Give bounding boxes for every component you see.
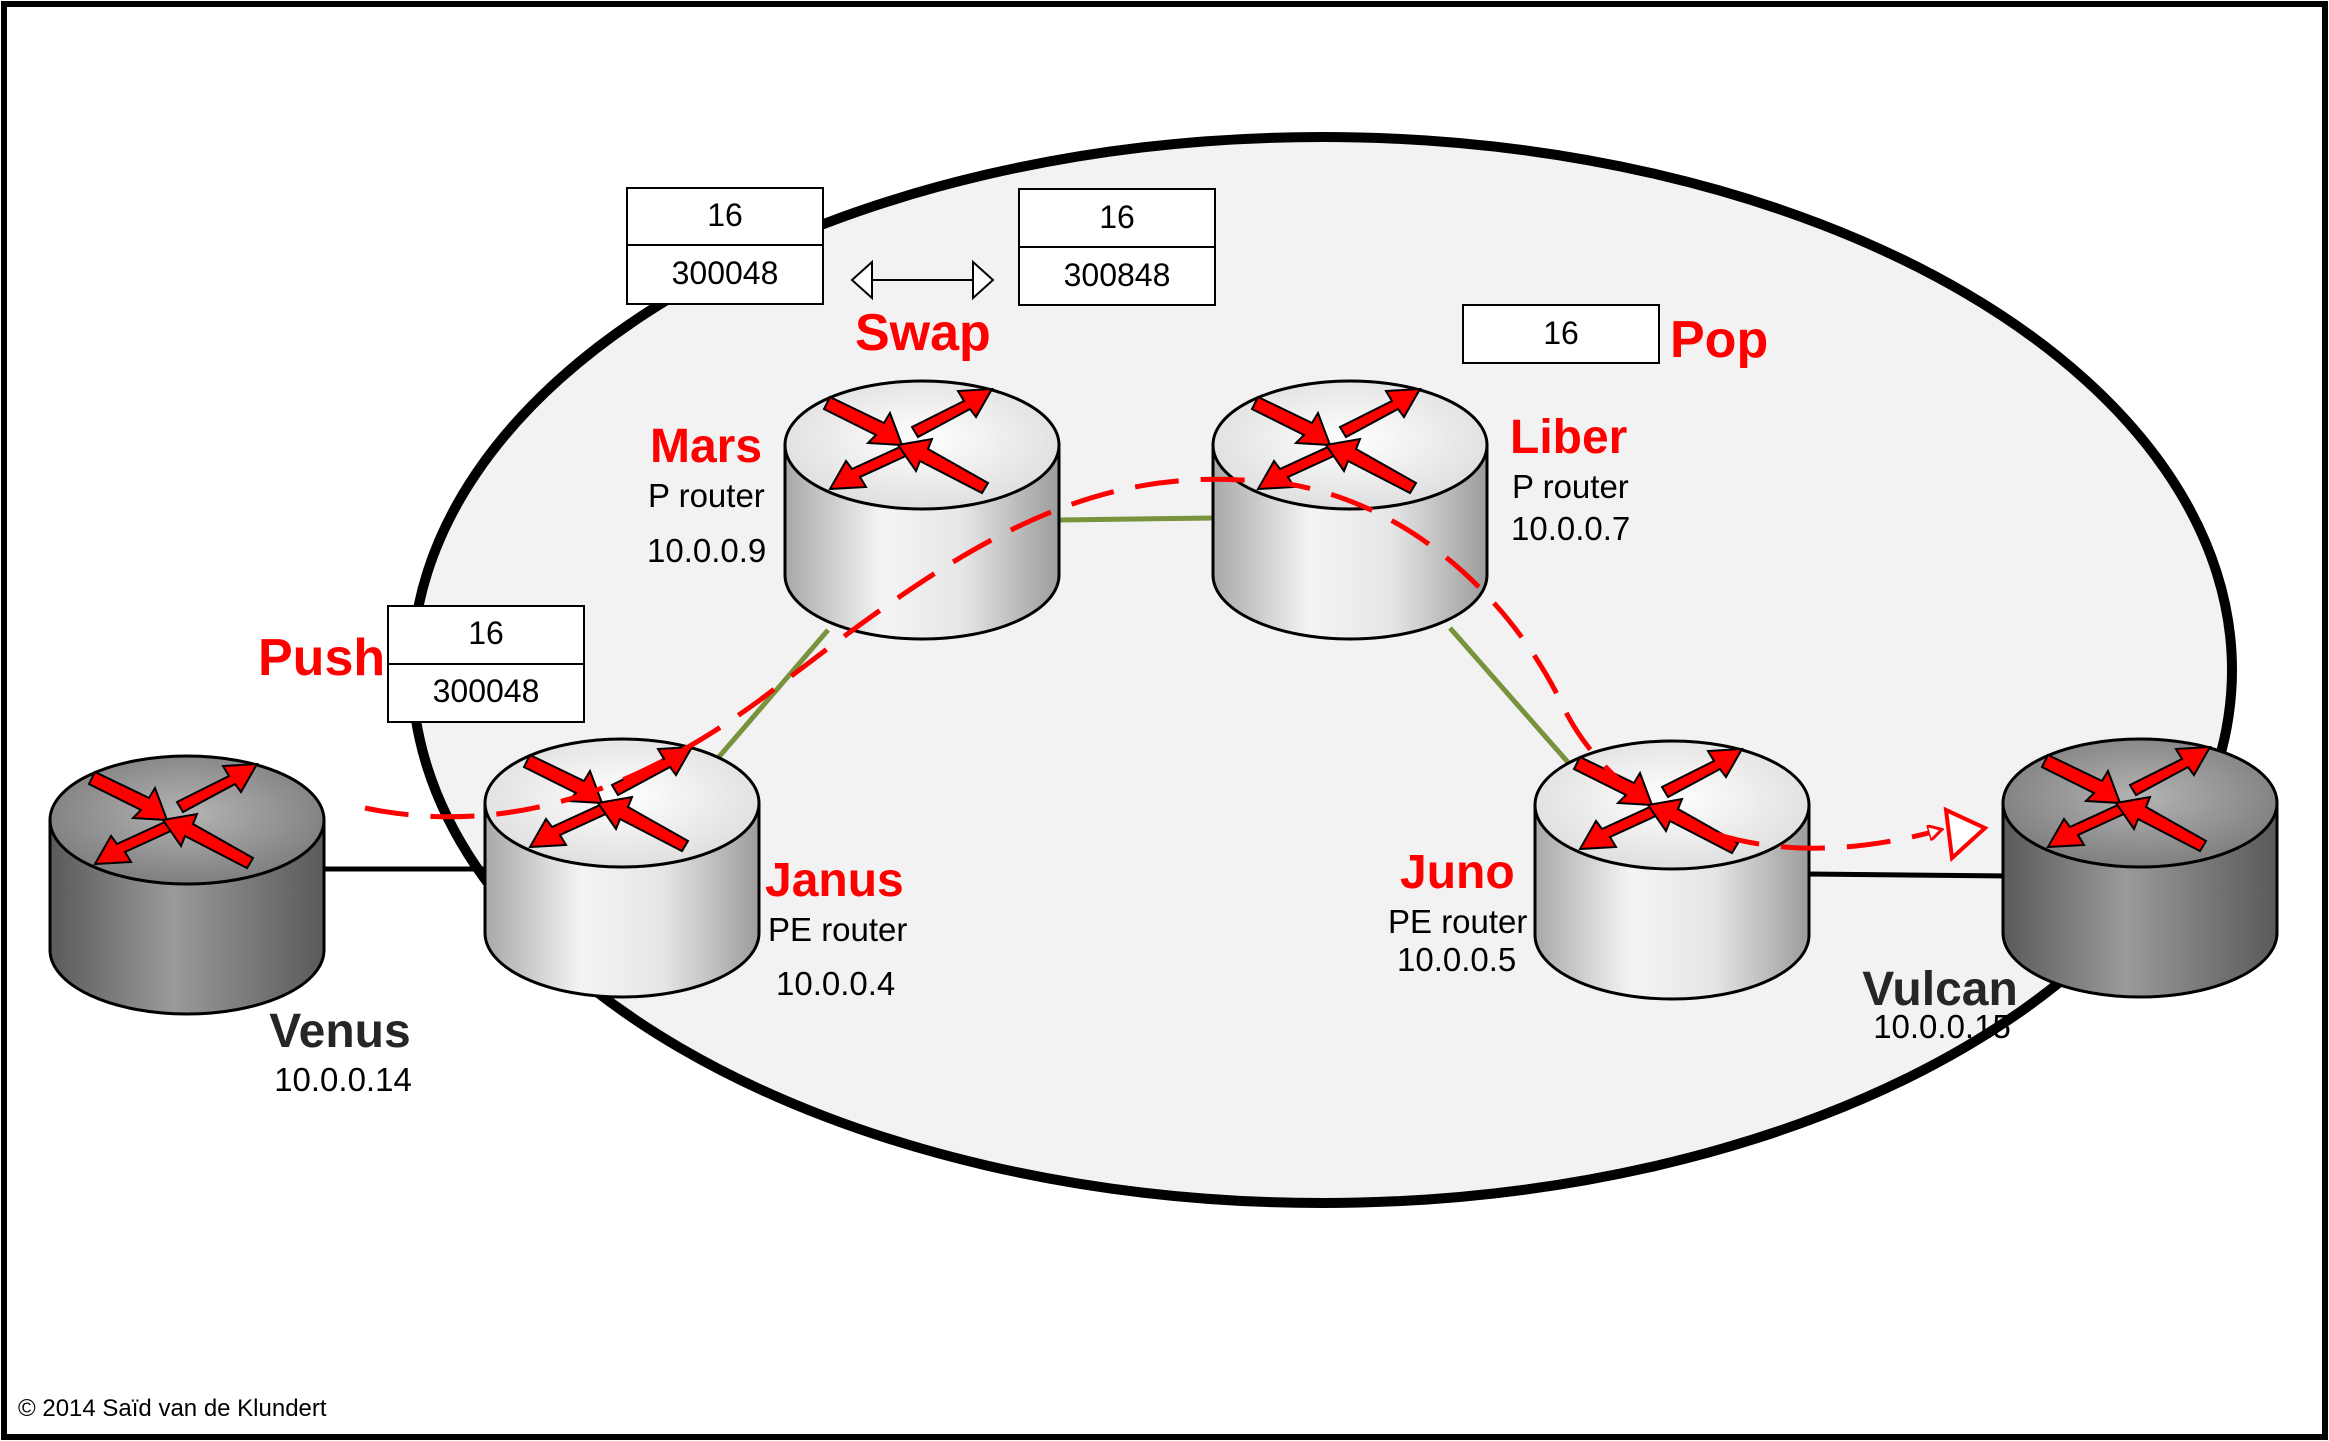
router-name-juno: Juno: [1400, 846, 1515, 899]
router-ip-liber: 10.0.0.7: [1511, 510, 1630, 547]
lsp-path: [364, 476, 1940, 851]
link-juno-vulcan: [1807, 871, 2011, 879]
swap-double-arrow-icon: [850, 259, 995, 301]
router-ip-mars: 10.0.0.9: [647, 532, 766, 569]
label-swap-in-bottom: 300048: [672, 255, 779, 291]
label-stack-swap-out: 16 300848: [1018, 188, 1216, 306]
label-swap-out-top: 16: [1099, 199, 1135, 235]
label-push-bottom: 300048: [433, 673, 540, 709]
label-stack-push: 16 300048: [387, 605, 585, 723]
operation-pop: Pop: [1670, 311, 1768, 369]
label-stack-pop: 16: [1462, 304, 1660, 364]
router-janus: [483, 737, 761, 999]
link-mars-liber: [1059, 515, 1216, 523]
lsp-arrowhead-icon: [1943, 806, 1989, 863]
router-name-venus: Venus: [269, 1005, 410, 1058]
router-role-janus: PE router: [768, 911, 907, 948]
router-liber: [1211, 379, 1489, 641]
router-name-mars: Mars: [650, 420, 762, 473]
router-juno: [1533, 739, 1811, 1001]
router-name-liber: Liber: [1510, 411, 1627, 464]
router-name-vulcan: Vulcan: [1862, 963, 2018, 1016]
router-role-juno: PE router: [1388, 903, 1527, 940]
router-role-mars: P router: [648, 477, 765, 514]
router-vulcan: [2001, 737, 2279, 999]
router-role-liber: P router: [1512, 468, 1629, 505]
label-push-top: 16: [468, 615, 504, 651]
operation-push: Push: [258, 629, 385, 687]
router-mars: [783, 379, 1061, 641]
operation-swap: Swap: [855, 304, 991, 362]
link-janus-mars: [716, 628, 830, 760]
router-ip-janus: 10.0.0.4: [776, 965, 895, 1002]
router-ip-vulcan: 10.0.0.15: [1873, 1008, 2011, 1045]
router-venus: [48, 754, 326, 1016]
label-swap-out-bottom: 300848: [1064, 257, 1171, 293]
router-ip-juno: 10.0.0.5: [1397, 941, 1516, 978]
link-liber-juno: [1448, 626, 1575, 770]
label-swap-in-top: 16: [707, 197, 743, 233]
router-name-janus: Janus: [765, 854, 904, 907]
copyright-text: © 2014 Saïd van de Klundert: [18, 1395, 327, 1422]
router-ip-venus: 10.0.0.14: [274, 1061, 412, 1098]
label-stack-swap-in: 16 300048: [626, 187, 824, 305]
label-pop-top: 16: [1543, 315, 1579, 351]
